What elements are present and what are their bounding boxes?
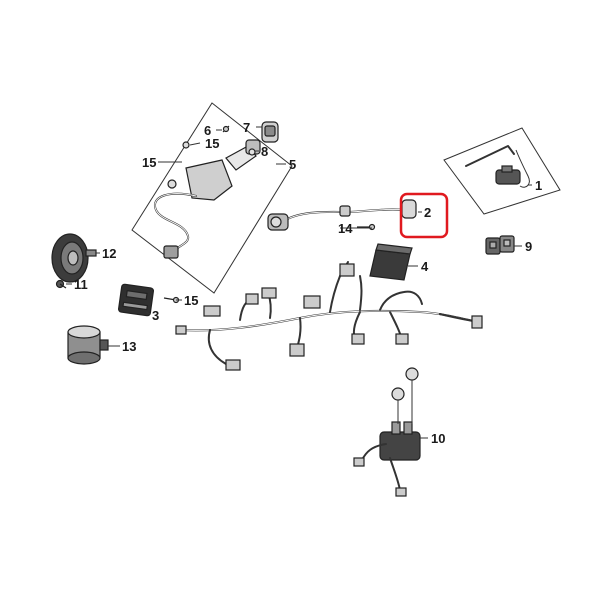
part-10-starter-relay[interactable] [353,367,421,497]
part-4-box[interactable] [369,243,413,281]
part-14-screw[interactable] [357,223,376,231]
part-11-bolt[interactable] [55,279,67,289]
harness-connector [261,287,277,299]
harness-connector [245,293,259,305]
part-2-clip [339,205,351,217]
highlight-box [399,192,449,239]
part-13-cylinder[interactable] [67,325,109,365]
harness-connector [351,333,365,345]
main-wiring-harness[interactable] [175,261,483,371]
ignition-connector [163,245,179,259]
leader-lines [66,126,532,439]
harness-connector [203,305,221,317]
part-1-assembly[interactable] [443,127,561,215]
part-5-ignition-panel[interactable] [131,102,293,294]
ignition-wire [153,192,197,253]
part-1-spring [515,149,530,188]
harness-connector [289,343,305,357]
callout-12: 12 [102,246,116,261]
part-3-regulator[interactable] [117,283,155,317]
callout-10: 10 [431,431,445,446]
part-1-rod [465,145,515,167]
callout-7: 7 [243,120,250,135]
screw-head [182,141,190,149]
part-12-horn[interactable] [51,233,97,283]
part-2-lamp-harness[interactable] [267,192,449,239]
callout-15-lower: 15 [184,293,198,308]
callout-11: 11 [74,277,88,292]
harness-connector [303,295,321,309]
callout-2: 2 [424,205,431,220]
callout-labels: 1 2 3 4 5 6 7 8 9 10 11 12 13 14 15 15 1… [74,120,542,446]
callout-6: 6 [204,123,211,138]
part-1-panel-outline [443,127,561,215]
callout-13: 13 [122,339,136,354]
harness-connector [225,359,241,371]
callout-5: 5 [289,157,296,172]
part-8-nut [248,148,256,156]
harness-connector [395,333,409,345]
part-9-connector[interactable] [485,235,515,255]
part-2-switch-body [401,199,417,219]
harness-connector [339,263,355,277]
harness-connector [175,325,187,335]
callout-4: 4 [421,259,429,274]
callout-9: 9 [525,239,532,254]
callout-3: 3 [152,308,159,323]
harness-connector [471,315,483,329]
callout-8: 8 [261,144,268,159]
callout-14: 14 [338,221,353,236]
part-5-panel-outline [131,102,293,294]
callout-15-left: 15 [142,155,156,170]
ignition-switch-body [185,159,233,201]
callout-15-top: 15 [205,136,219,151]
mount-bushing [167,179,177,189]
callout-1: 1 [535,178,542,193]
